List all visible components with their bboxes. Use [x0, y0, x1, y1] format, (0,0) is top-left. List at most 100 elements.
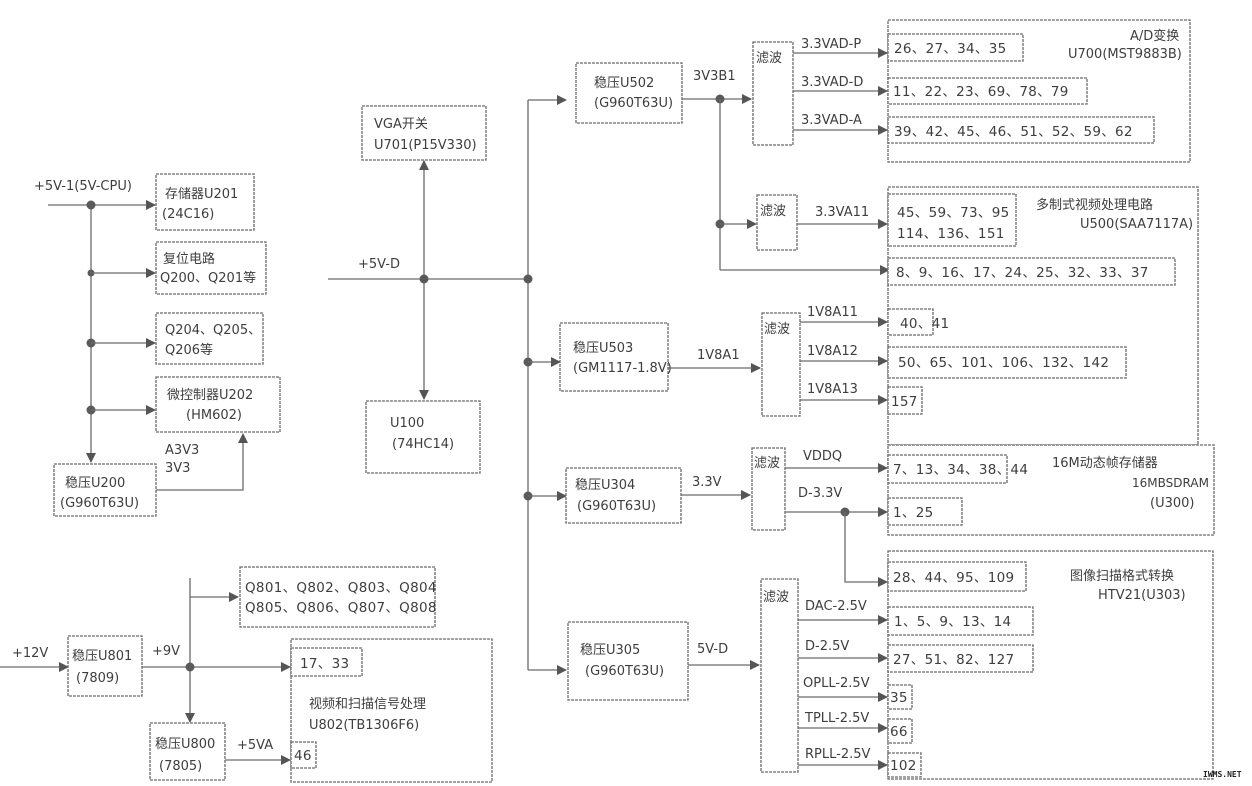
regulator-u800-box [149, 722, 226, 781]
u305-output-label: 5V-D [697, 642, 728, 657]
u500-pins-1v8a11-box [887, 308, 934, 336]
q805-q808-label: Q805、Q806、Q807、Q808 [245, 600, 437, 616]
rail-label-12v: +12V [12, 646, 48, 661]
regulator-u800-label: 稳压U800 [155, 736, 215, 752]
u303-pins-rpll: 102 [890, 758, 917, 774]
regulator-u800-part: (7805) [159, 759, 202, 774]
u500-pins-1v8a12: 50、65、101、106、132、142 [898, 355, 1109, 371]
u303-label: 图像扫描格式转换 [1070, 568, 1174, 584]
u300-ref: (U300) [1150, 496, 1194, 511]
reset-circuit-box [155, 241, 267, 295]
branch-label-1v8a11: 1V8A11 [807, 305, 858, 320]
regulator-u502-label: 稳压U502 [594, 75, 654, 91]
vga-switch-u701-box [361, 105, 487, 161]
branch-label-opll-2-5v: OPLL-2.5V [803, 676, 870, 691]
regulator-u503-label: 稳压U503 [573, 340, 633, 356]
u500-pins-1v8a13-box [887, 386, 923, 415]
u802-pins-5va: 46 [294, 748, 312, 764]
branch-label-3-3vad-d: 3.3VAD-D [801, 75, 863, 90]
q801-q808-box [239, 566, 436, 628]
transistors-q204-line2: Q206等 [165, 342, 213, 358]
u303-pins-dac-box [887, 606, 1034, 636]
u700-pins-d: 11、22、23、69、78、79 [893, 84, 1069, 100]
transistors-q204-line1: Q204、Q205、 [165, 323, 261, 338]
filter-u503-box [761, 312, 801, 417]
u500-pins-1v8a13: 157 [891, 394, 918, 410]
u300-pins-vddq: 7、13、34、38、44 [893, 462, 1028, 478]
filter-u304-box [751, 447, 786, 531]
mcu-u202-label: 微控制器U202 [167, 388, 253, 403]
u303-pins-tpll-box [887, 718, 913, 744]
u303-part: HTV21(U303) [1098, 588, 1186, 603]
memory-u201-label: 存储器U201 [165, 187, 238, 202]
u503-chain: 稳压U503 (GM1117-1.8V) 1V8A1 滤波 1V8A11 1V8… [559, 305, 1127, 417]
watermark: IWMS.NET [1203, 770, 1242, 779]
video-scan-power-section: +12V 稳压U801 (7809) +9V Q801、Q802、Q803、Q8… [0, 566, 493, 783]
regulator-u305-part: (G960T63U) [585, 664, 664, 679]
memory-u201-box [155, 173, 255, 231]
u300-pins-vddq-box [887, 454, 1008, 484]
memory-u201-part: (24C16) [162, 207, 214, 222]
u303-pins-d25-box [887, 644, 1034, 673]
vga-switch-label: VGA开关 [374, 117, 428, 132]
u304-output-label: 3.3V [692, 475, 722, 490]
u700-pins-a-box [887, 116, 1155, 144]
branch-label-3-3va11: 3.3VA11 [815, 205, 869, 220]
u200-output-3v3: 3V3 [165, 461, 190, 476]
u500-pins-1v8a11: 40、41 [900, 316, 949, 332]
mcu-u202-box [155, 376, 281, 433]
regulator-u305-box [567, 621, 689, 701]
regulator-u502-box [575, 62, 683, 124]
junction-dot [185, 662, 195, 672]
filter-u503-label: 滤波 [764, 322, 790, 337]
junction-dot [523, 274, 533, 284]
u500-pins-va11-line2: 114、136、151 [897, 226, 1005, 242]
regulator-u801-label: 稳压U801 [72, 648, 132, 664]
branch-label-tpll-2-5v: TPLL-2.5V [804, 711, 869, 726]
u700-pins-p: 26、27、34、35 [894, 41, 1007, 57]
u500-block: 45、59、73、95 114、136、151 8、9、16、17、24、25、… [887, 186, 1199, 446]
filter-u305-box [760, 578, 799, 773]
u502-output-label: 3V3B1 [693, 69, 736, 84]
u802-label: 视频和扫描信号处理 [309, 697, 426, 712]
u500-pins-va11-line1: 45、59、73、95 [897, 205, 1010, 221]
regulator-u200-label: 稳压U200 [65, 475, 125, 491]
regulator-u305-label: 稳压U305 [580, 642, 640, 658]
u500-part: U500(SAA7117A) [1080, 217, 1193, 232]
regulator-u304-label: 稳压U304 [575, 477, 635, 493]
rail-label-5v-d: +5V-D [358, 257, 400, 272]
branch-label-d-2-5v: D-2.5V [805, 639, 849, 654]
regulator-u200-part: (G960T63U) [60, 496, 139, 511]
u100-part: (74HC14) [392, 437, 454, 452]
mcu-u202-part: (HM602) [186, 408, 242, 423]
u502-chain: 稳压U502 (G960T63U) 3V3B1 滤波 3.3VAD-P 3.3V… [575, 19, 1191, 275]
u500-pins-va11-box [887, 193, 1017, 247]
reset-circuit-label: 复位电路 [163, 251, 215, 267]
u300-label: 16M动态帧存储器 [1052, 456, 1158, 471]
junction-dot [86, 200, 96, 210]
vga-switch-part: U701(P15V330) [374, 138, 477, 153]
regulator-u304-part: (G960T63U) [577, 499, 656, 514]
cpu-power-section: +5V-1(5V-CPU) 存储器U201 (24C16) 复位电路 Q200、… [34, 173, 281, 517]
regulator-u503-box [559, 322, 669, 392]
u303-pins-rpll-box [887, 752, 922, 778]
regulator-u502-part: (G960T63U) [594, 96, 673, 111]
branch-label-rpll-2-5v: RPLL-2.5V [805, 747, 870, 762]
branch-label-3-3vad-p: 3.3VAD-P [801, 37, 861, 52]
u303-pins-opll-box [887, 684, 913, 710]
u303-pins-d33: 28、44、95、109 [893, 570, 1014, 586]
u305-chain: 稳压U305 (G960T63U) 5V-D 滤波 DAC-2.5V D-2.5… [567, 550, 1214, 780]
u802-pins-5va-box [290, 741, 317, 769]
regulator-u801-part: (7809) [76, 671, 119, 686]
u700-part: U700(MST9883B) [1068, 47, 1182, 62]
branch-label-1v8a13: 1V8A13 [807, 382, 858, 397]
u500-pins-1v8a12-box [887, 346, 1127, 379]
u500-pins-direct-box [887, 257, 1176, 286]
u303-pins-d25: 27、51、82、127 [893, 652, 1014, 668]
u700-pins-d-box [887, 77, 1088, 105]
u802-pins-9v-box [290, 647, 363, 677]
regulator-u503-part: (GM1117-1.8V) [573, 361, 672, 376]
u300-part: 16MBSDRAM [1132, 476, 1209, 490]
filter-u502-box [752, 41, 794, 146]
